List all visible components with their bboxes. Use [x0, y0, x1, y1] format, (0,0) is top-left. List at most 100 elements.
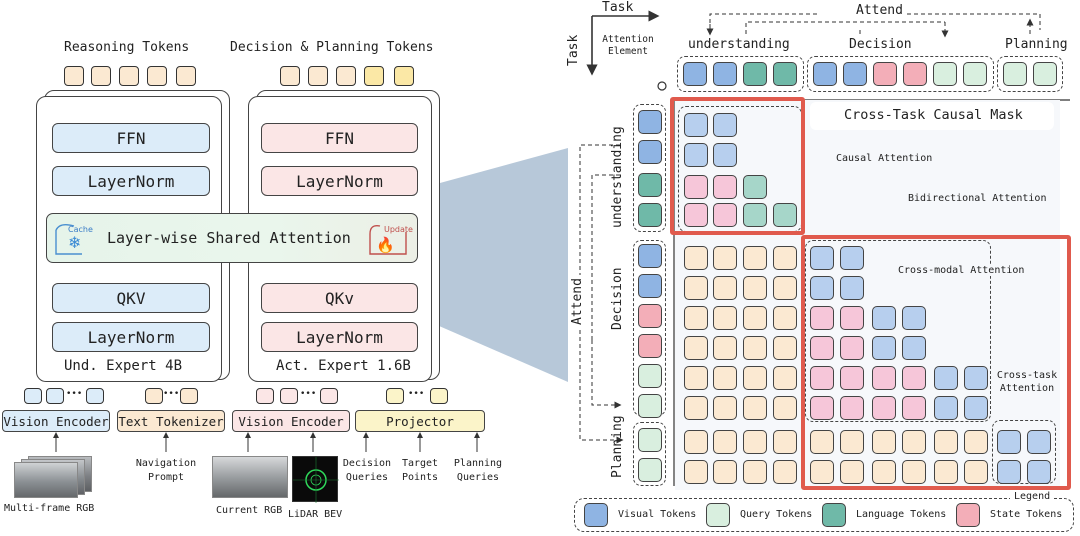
mask-cell-cross-task — [713, 246, 737, 270]
mask-cell-decision — [872, 396, 896, 420]
decision-output-token — [280, 66, 300, 86]
text-token — [180, 388, 198, 404]
mask-cell-decision — [810, 396, 834, 420]
attend-left-label: Attend — [570, 275, 585, 328]
current-rgb-image — [212, 456, 288, 498]
mask-cell-understanding — [713, 113, 737, 137]
mask-cell-cross-task — [743, 246, 767, 270]
mask-cell-decision — [840, 396, 864, 420]
legend-box — [574, 498, 1074, 532]
row-header-token — [638, 364, 662, 388]
column-header-token — [1033, 62, 1057, 86]
act-ffn-block: FFN — [261, 123, 418, 153]
act-expert-name: Act. Expert 1.6B — [276, 358, 411, 374]
mask-cell-cross-task — [743, 336, 767, 360]
row-header-token — [638, 304, 662, 328]
mask-cell-cross-task — [810, 430, 834, 454]
mask-cell-decision — [840, 336, 864, 360]
row-header-token — [638, 203, 662, 227]
column-header-token — [843, 62, 867, 86]
row-header-planning-group — [633, 422, 666, 486]
mask-cell-decision — [934, 396, 958, 420]
mask-cell-decision — [902, 336, 926, 360]
row-header-token — [638, 244, 662, 268]
mask-cell-cross-task — [743, 366, 767, 390]
column-header-token — [963, 62, 987, 86]
bidirectional-attention-annotation: Bidirectional Attention — [908, 193, 1047, 204]
row-header-understanding-group — [633, 104, 666, 232]
mask-cell-cross-task — [713, 366, 737, 390]
task-y-label: Task — [566, 34, 581, 66]
mask-cell-cross-task — [713, 306, 737, 330]
legend-query-label: Query Tokens — [740, 509, 813, 520]
snowflake-icon: ❄ — [55, 223, 82, 255]
mask-cell-cross-task — [964, 460, 988, 484]
text-tokenizer: Text Tokenizer — [117, 410, 225, 432]
mask-cell-understanding — [773, 203, 797, 227]
column-header-token — [743, 62, 767, 86]
und-ffn-block: FFN — [52, 123, 210, 153]
reasoning-output-token — [147, 66, 167, 86]
task-x-label: Task — [602, 0, 634, 15]
mask-cell-cross-task — [934, 430, 958, 454]
mask-cell-cross-task — [713, 276, 737, 300]
act-layernorm-bottom-block: LayerNorm — [261, 322, 418, 352]
mask-cell-cross-task — [743, 460, 767, 484]
attention-element-label: Attention Element — [602, 34, 654, 57]
mask-cell-decision — [810, 336, 834, 360]
reasoning-tokens-title: Reasoning Tokens — [64, 40, 190, 55]
mask-title-bg — [810, 102, 1054, 130]
row-header-token — [638, 140, 662, 164]
row-group-understanding: understanding — [610, 126, 625, 228]
understanding-mask-box — [670, 97, 805, 235]
vision-token — [24, 388, 42, 404]
multi-frame-rgb-image — [14, 456, 94, 498]
mask-cell-cross-task — [743, 306, 767, 330]
cross-task-attention-annotation: Cross-task Attention — [994, 369, 1060, 395]
current-rgb-label: Current RGB — [216, 505, 283, 516]
mask-cell-decision — [934, 366, 958, 390]
projector: Projector — [355, 410, 485, 432]
attend-top-label: Attend — [852, 3, 907, 18]
mask-cell-decision — [872, 336, 896, 360]
act-layernorm-top-block: LayerNorm — [261, 166, 418, 196]
mask-cell-cross-task — [743, 430, 767, 454]
mask-cell-decision — [840, 366, 864, 390]
mask-cell-decision — [840, 276, 864, 300]
mask-cell-cross-task — [713, 430, 737, 454]
mask-cell-cross-task — [684, 306, 708, 330]
col-group-planning: Planning — [1005, 37, 1068, 52]
mask-cell-cross-task — [743, 276, 767, 300]
lidar-bev-image — [292, 456, 339, 503]
mask-cell-decision — [810, 276, 834, 300]
act-qkv-block: QKv — [261, 283, 418, 313]
lidar-bev-label: LiDAR BEV — [288, 509, 343, 520]
mask-cell-cross-task — [684, 336, 708, 360]
mask-cell-decision — [902, 396, 926, 420]
update-label: Update — [384, 225, 413, 234]
mask-cell-cross-task — [713, 396, 737, 420]
column-header-token — [813, 62, 837, 86]
column-header-token — [1003, 62, 1027, 86]
query-token — [430, 388, 448, 404]
und-expert-name: Und. Expert 4B — [64, 358, 183, 374]
legend-state-label: State Tokens — [990, 509, 1063, 520]
mask-cell-decision — [840, 306, 864, 330]
column-header-token — [873, 62, 897, 86]
mask-cell-decision — [840, 246, 864, 270]
column-header-token — [713, 62, 737, 86]
ellipsis: ••• — [300, 389, 317, 399]
mask-cell-cross-task — [684, 246, 708, 270]
planning-output-token — [364, 66, 384, 86]
input-arrows — [53, 432, 480, 452]
und-qkv-block: QKV — [52, 283, 210, 313]
row-group-planning: Planning — [610, 415, 625, 478]
mask-cell-decision — [872, 306, 896, 330]
col-header-decision-group — [807, 56, 994, 92]
mask-cell-cross-task — [773, 276, 797, 300]
column-header-token — [903, 62, 927, 86]
mask-cell-planning — [1027, 460, 1051, 484]
navigation-prompt-label: Navigation Prompt — [135, 458, 197, 483]
decision-causal-region — [805, 240, 991, 422]
mask-cell-cross-task — [840, 430, 864, 454]
